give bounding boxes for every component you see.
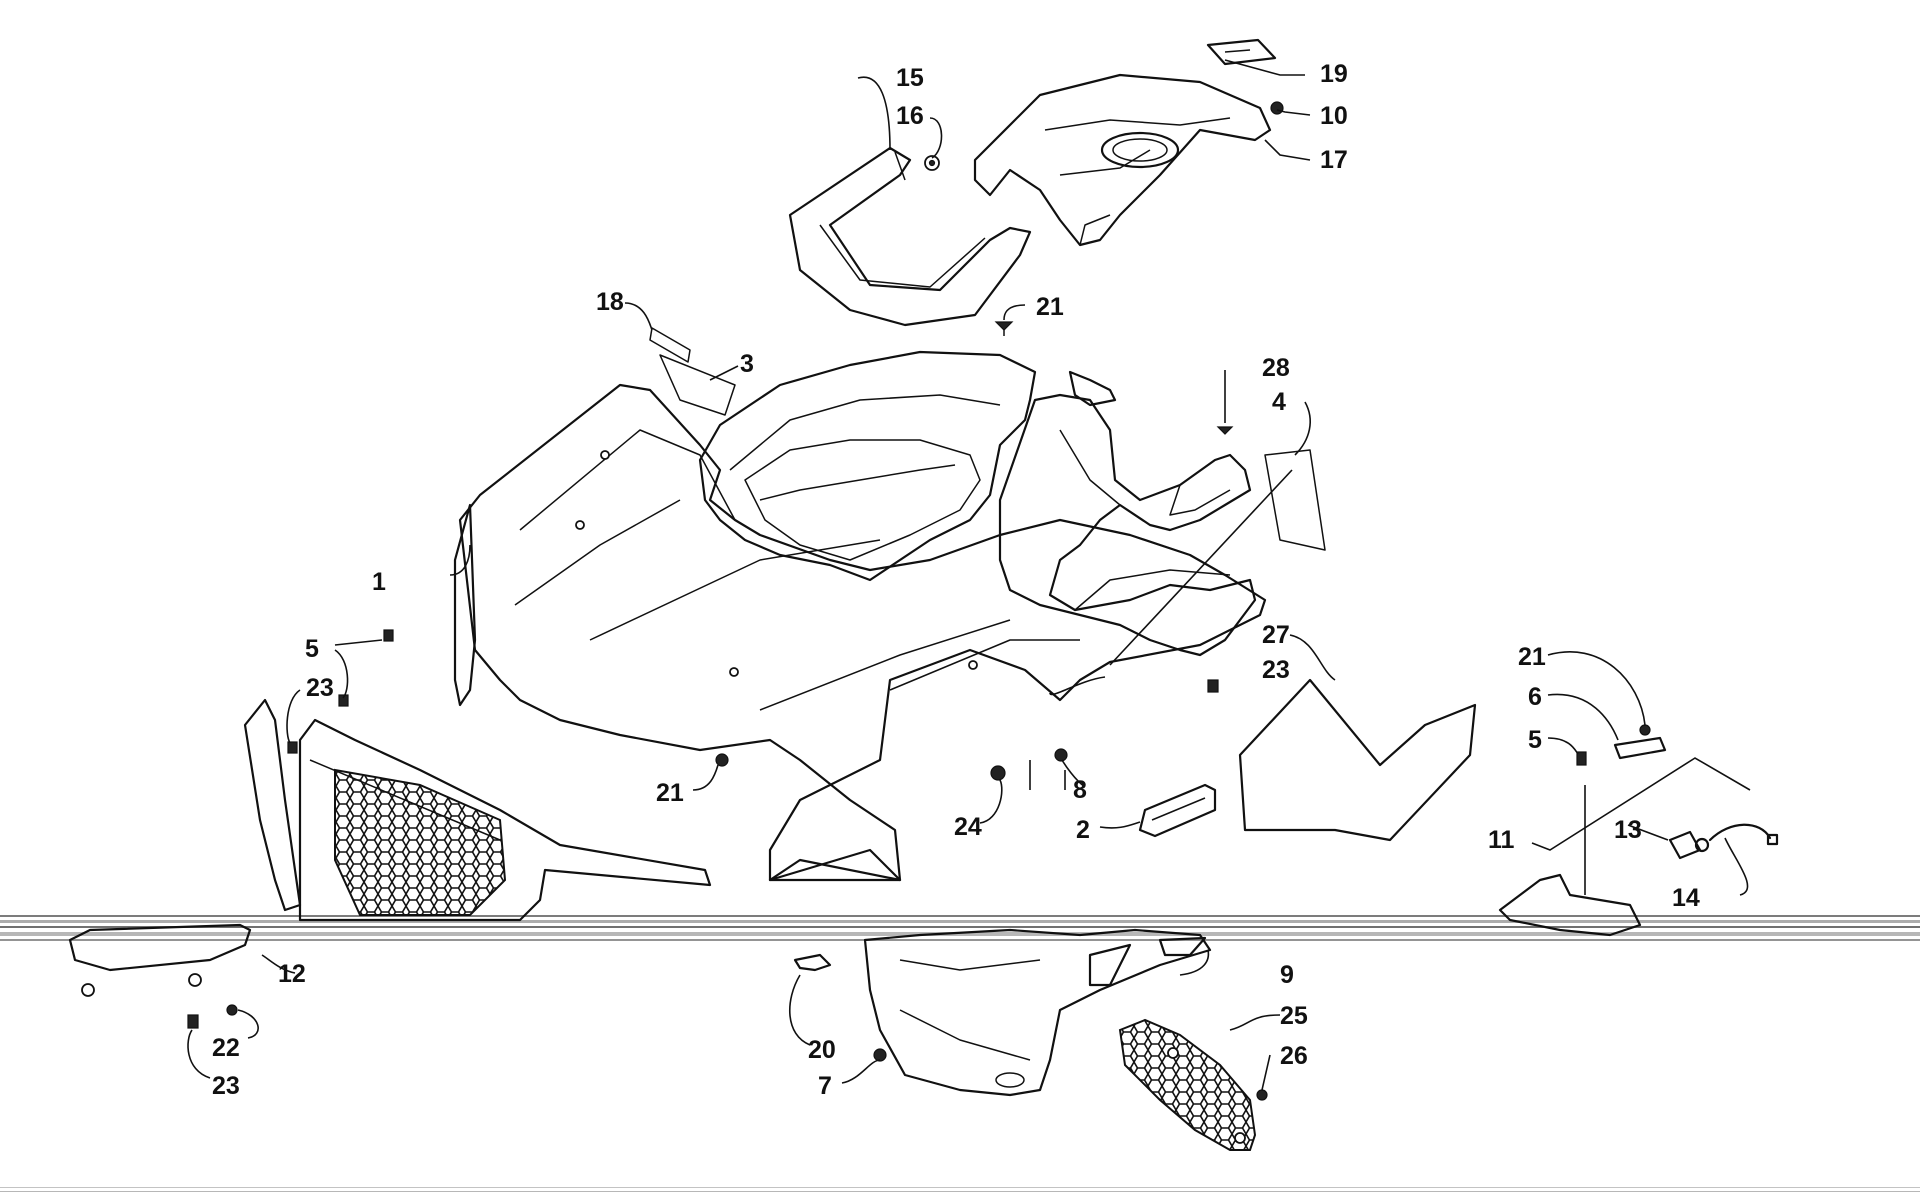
fastener-21-top: [994, 321, 1014, 336]
callout-21-top: 21: [1036, 293, 1064, 321]
callout-23-left: 23: [306, 674, 334, 702]
clip-23-right: [1207, 679, 1219, 693]
callout-13: 13: [1614, 816, 1642, 844]
leader-lines: [187, 59, 1751, 1091]
callout-14: 14: [1672, 884, 1700, 912]
callout-24: 24: [954, 813, 982, 841]
clip-23-bottom: [187, 1014, 199, 1029]
part-14-wire: [1708, 823, 1779, 846]
fastener-22: [226, 1004, 238, 1016]
callout-20: 20: [808, 1036, 836, 1064]
callout-3: 3: [740, 350, 754, 378]
part-1-front-body: [453, 383, 1267, 882]
callout-23-bottom: 23: [212, 1072, 240, 1100]
fastener-21-right: [1639, 724, 1651, 736]
fastener-21-left: [715, 753, 729, 767]
callout-9: 9: [1280, 961, 1294, 989]
callout-11: 11: [1488, 826, 1515, 854]
clip-5-left: [338, 629, 394, 707]
part-27-decal: [1238, 678, 1477, 842]
callout-16: 16: [896, 102, 924, 130]
part-13-bulb: [1668, 830, 1710, 860]
callout-10: 10: [1320, 102, 1348, 130]
fastener-24: [990, 765, 1006, 781]
part-9-lower-fascia: [863, 928, 1212, 1097]
scan-noise-band: [0, 915, 1920, 941]
fastener-26: [1256, 1089, 1268, 1101]
part-6-reflector: [1613, 736, 1667, 760]
fastener-28: [1216, 426, 1234, 435]
callout-18: 18: [596, 288, 624, 316]
part-17-rear-cover: [973, 73, 1272, 247]
callout-5-right: 5: [1528, 726, 1542, 754]
fastener-8: [1054, 748, 1068, 762]
clip-23-left: [287, 741, 298, 754]
callout-7: 7: [818, 1072, 832, 1100]
callout-25: 25: [1280, 1002, 1308, 1030]
callout-1: 1: [372, 568, 386, 596]
callout-2: 2: [1076, 816, 1090, 844]
callout-27: 27: [1262, 621, 1290, 649]
part-grille-front: [243, 698, 712, 922]
callout-22: 22: [212, 1034, 240, 1062]
callout-28: 28: [1262, 354, 1290, 382]
callout-21-left: 21: [656, 779, 684, 807]
fastener-10: [1270, 101, 1284, 115]
part-25-grille-insert: [1118, 1018, 1257, 1151]
part-2-lens: [1138, 783, 1217, 838]
scan-noise-bottom: [0, 1187, 1920, 1192]
part-4-decal: [1264, 449, 1326, 551]
callout-6: 6: [1528, 683, 1542, 711]
fastener-16: [924, 155, 940, 171]
callout-labels: 15 16 19 10 17 21 18 3 28 4 1 5 23 27 23…: [212, 60, 1700, 1100]
callout-21-right: 21: [1518, 643, 1546, 671]
part-20-clip: [793, 953, 832, 972]
part-12-bumper: [68, 923, 252, 997]
part-15-rear-panel: [788, 146, 1032, 327]
fastener-7: [873, 1048, 887, 1062]
part-1-right-fender: [998, 393, 1257, 657]
part-3-decal: [659, 354, 736, 416]
callout-12: 12: [278, 960, 306, 988]
callout-17: 17: [1320, 146, 1348, 174]
callout-19: 19: [1320, 60, 1348, 88]
callout-26: 26: [1280, 1042, 1308, 1070]
callout-8: 8: [1073, 776, 1087, 804]
callout-4: 4: [1272, 388, 1286, 416]
callout-5-left: 5: [305, 635, 319, 663]
part-18-decal: [649, 327, 691, 363]
part-19-plate: [1206, 38, 1277, 66]
callout-15: 15: [896, 64, 924, 92]
clip-5-right: [1576, 751, 1587, 766]
part-1-center-tub: [698, 350, 1117, 582]
callout-23-right: 23: [1262, 656, 1290, 684]
